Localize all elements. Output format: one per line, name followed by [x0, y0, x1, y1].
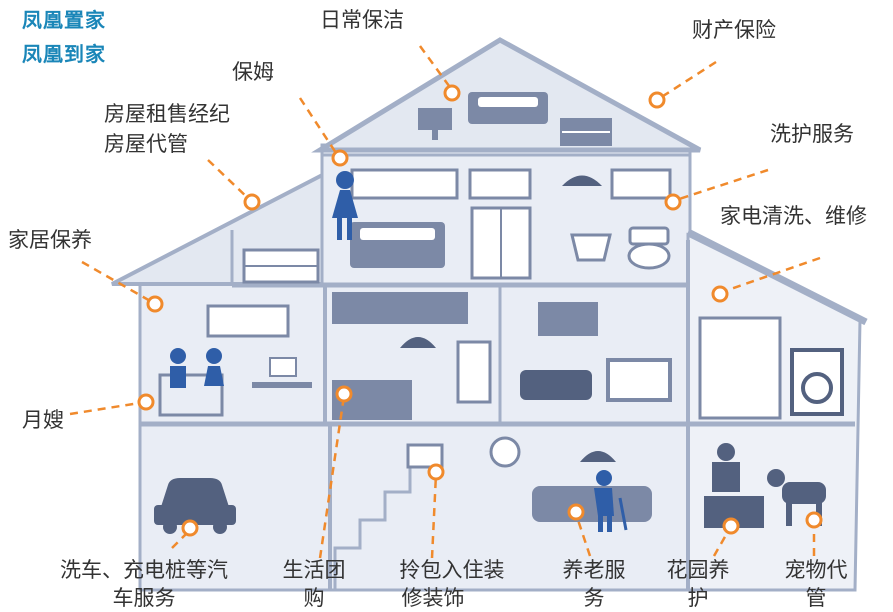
label-car-wash-2[interactable]: 车服务: [112, 586, 176, 610]
hotspot-laundry[interactable]: [664, 193, 682, 211]
hotspot-property-insurance[interactable]: [648, 91, 666, 109]
window-3: [610, 168, 672, 200]
connector-daily-cleaning: [418, 45, 454, 91]
ceiling-lamp-upper: [562, 175, 602, 186]
label-renovation-2[interactable]: 修装饰: [401, 586, 465, 610]
attic-bed: [468, 92, 548, 124]
label-group-buying-2[interactable]: 购: [303, 586, 325, 610]
bedroom-bed-pillow: [360, 228, 435, 240]
ground-picture: [406, 443, 444, 469]
label-elderly-care-2[interactable]: 务: [583, 586, 605, 610]
label-laundry[interactable]: 洗护服务: [770, 122, 854, 146]
hotspot-garden[interactable]: [722, 517, 740, 535]
ground-lamp: [580, 451, 616, 462]
hotspot-pet[interactable]: [805, 511, 823, 529]
window-2: [468, 168, 532, 200]
bathroom-sink: [570, 233, 612, 262]
connector-nanny: [298, 97, 340, 157]
hotspot-maternity[interactable]: [137, 393, 155, 411]
upper-floor-rooms: [242, 168, 672, 284]
hotspot-renovation[interactable]: [427, 463, 445, 481]
hotspots: [137, 84, 823, 537]
label-rental-broker-1[interactable]: 房屋租售经纪: [104, 102, 230, 126]
hotspot-car[interactable]: [181, 519, 199, 537]
label-pet-care-1[interactable]: 宠物代: [784, 558, 848, 582]
toilet-bowl: [627, 242, 671, 270]
label-garden-care-2[interactable]: 护: [687, 586, 709, 610]
window-1: [350, 168, 459, 200]
tv: [606, 358, 672, 402]
attic-desk-stand: [432, 130, 438, 140]
label-property-insurance[interactable]: 财产保险: [692, 18, 776, 42]
nursery-window: [206, 304, 290, 338]
connector-renovation: [430, 473, 438, 559]
attic-bed-pillow: [478, 97, 538, 107]
annex-window: [698, 316, 782, 420]
hotspot-appliance[interactable]: [711, 285, 729, 303]
label-elderly-care-1[interactable]: 养老服: [562, 558, 626, 582]
staircase: [333, 464, 412, 590]
label-group-buying-1[interactable]: 生活团: [282, 558, 346, 582]
label-renovation-1[interactable]: 拎包入住装: [399, 558, 505, 582]
kitchen-lamp: [400, 337, 436, 348]
label-home-maintenance[interactable]: 家居保养: [8, 228, 92, 252]
hotspot-elderly[interactable]: [567, 503, 585, 521]
elderly-figure: [594, 470, 628, 532]
kitchen-cabinets-top: [332, 292, 468, 324]
sofa: [520, 370, 592, 400]
hotspot-rental[interactable]: [243, 193, 261, 211]
label-appliance-cleaning[interactable]: 家电清洗、维修: [720, 204, 867, 228]
connector-appliance: [721, 256, 821, 294]
nursery-crib: [158, 373, 224, 417]
children-figures: [170, 348, 224, 388]
nursery-desk: [252, 382, 312, 388]
label-daily-cleaning[interactable]: 日常保洁: [320, 8, 404, 32]
label-pet-care-2[interactable]: 管: [805, 586, 827, 610]
connector-elderly: [574, 513, 592, 557]
wall-clock: [489, 436, 521, 468]
wall-picture: [538, 302, 598, 336]
hotspot-daily-cleaning[interactable]: [443, 84, 461, 102]
fridge: [456, 340, 492, 404]
hotspot-group-buying[interactable]: [335, 385, 353, 403]
connector-laundry: [675, 168, 769, 202]
label-car-wash-1[interactable]: 洗车、充电桩等汽: [60, 558, 228, 582]
attic-monitor: [418, 108, 452, 130]
nanny-figure: [332, 171, 358, 240]
connector-garden: [712, 527, 732, 557]
connector-rental: [207, 159, 251, 201]
brand-line-1: 凤凰置家: [22, 8, 106, 32]
car-icon: [154, 478, 236, 534]
label-nanny[interactable]: 保姆: [232, 60, 274, 84]
nursery-monitor: [269, 357, 297, 377]
hotspot-nanny[interactable]: [331, 149, 349, 167]
attic-room: [418, 92, 612, 146]
connector-property-insurance: [659, 60, 717, 100]
connector-maternity: [69, 400, 147, 416]
brand-line-2: 凤凰到家: [22, 42, 106, 66]
middle-floor-rooms: [158, 292, 844, 420]
toilet-tank: [628, 226, 670, 246]
washer-door: [801, 372, 833, 404]
annex-roof: [686, 228, 868, 326]
ground-floor-rooms: [154, 436, 826, 590]
connectors: [69, 45, 821, 559]
label-rental-broker-2[interactable]: 房屋代管: [104, 132, 188, 156]
ground-sofa: [532, 486, 652, 522]
label-garden-care-1[interactable]: 花园养: [666, 558, 730, 582]
label-maternity-nurse[interactable]: 月嫂: [22, 408, 64, 432]
hotspot-home-maintenance[interactable]: [146, 295, 164, 313]
